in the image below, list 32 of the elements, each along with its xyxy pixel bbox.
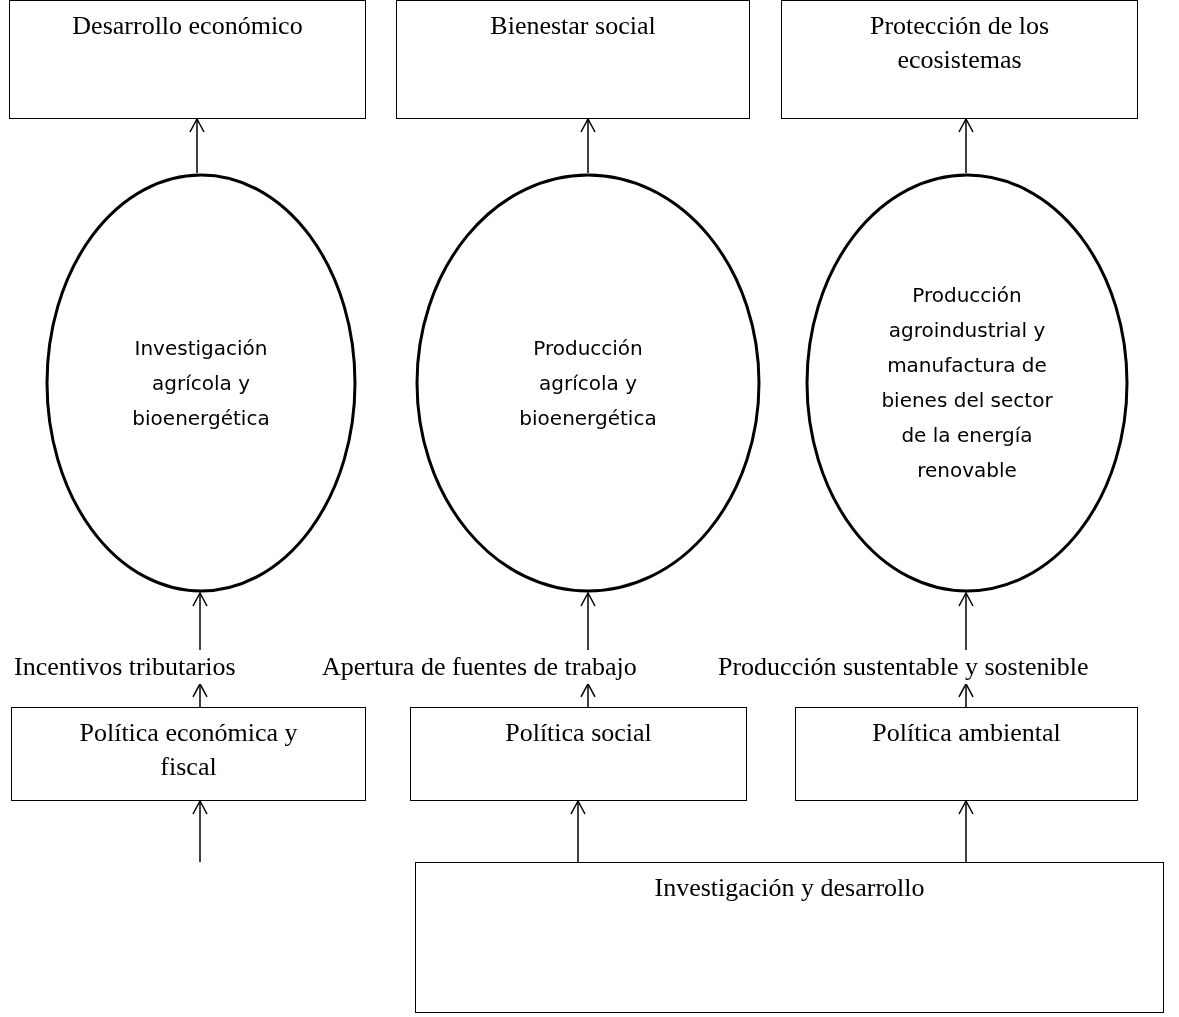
flow-label: Apertura de fuentes de trabajo (322, 651, 637, 683)
arrow (580, 118, 596, 174)
arrow (192, 683, 208, 708)
node-text: Política social (505, 717, 652, 749)
node-text: Política económica y fiscal (78, 717, 299, 783)
node-text: Investigación agrícola y bioenergética (131, 334, 271, 432)
arrow (958, 592, 974, 651)
node-text: Investigación y desarrollo (654, 872, 925, 904)
arrow (192, 592, 208, 651)
arrow (958, 800, 974, 863)
node-text: Protección de los ecosistemas (868, 10, 1051, 76)
flow-label: Producción sustentable y sostenible (718, 651, 1089, 683)
node-text: Política ambiental (872, 717, 1061, 749)
process-box (9, 0, 366, 119)
arrow (958, 683, 974, 708)
arrow (580, 683, 596, 708)
process-box (795, 707, 1138, 801)
process-box (11, 707, 366, 801)
process-box (396, 0, 750, 119)
arrow (189, 118, 205, 174)
process-box (415, 862, 1164, 1013)
node-text: Desarrollo económico (72, 10, 303, 42)
process-box (410, 707, 747, 801)
node-text: Producción agrícola y bioenergética (518, 334, 658, 432)
node-text: Producción agroindustrial y manufactura de bienes del sector de la energía renovable (880, 282, 1054, 484)
arrow (580, 592, 596, 651)
arrow (570, 800, 586, 863)
arrow (958, 118, 974, 174)
process-box (781, 0, 1138, 119)
flow-label: Incentivos tributarios (14, 651, 236, 683)
arrow (192, 800, 208, 863)
node-text: Bienestar social (490, 10, 656, 42)
